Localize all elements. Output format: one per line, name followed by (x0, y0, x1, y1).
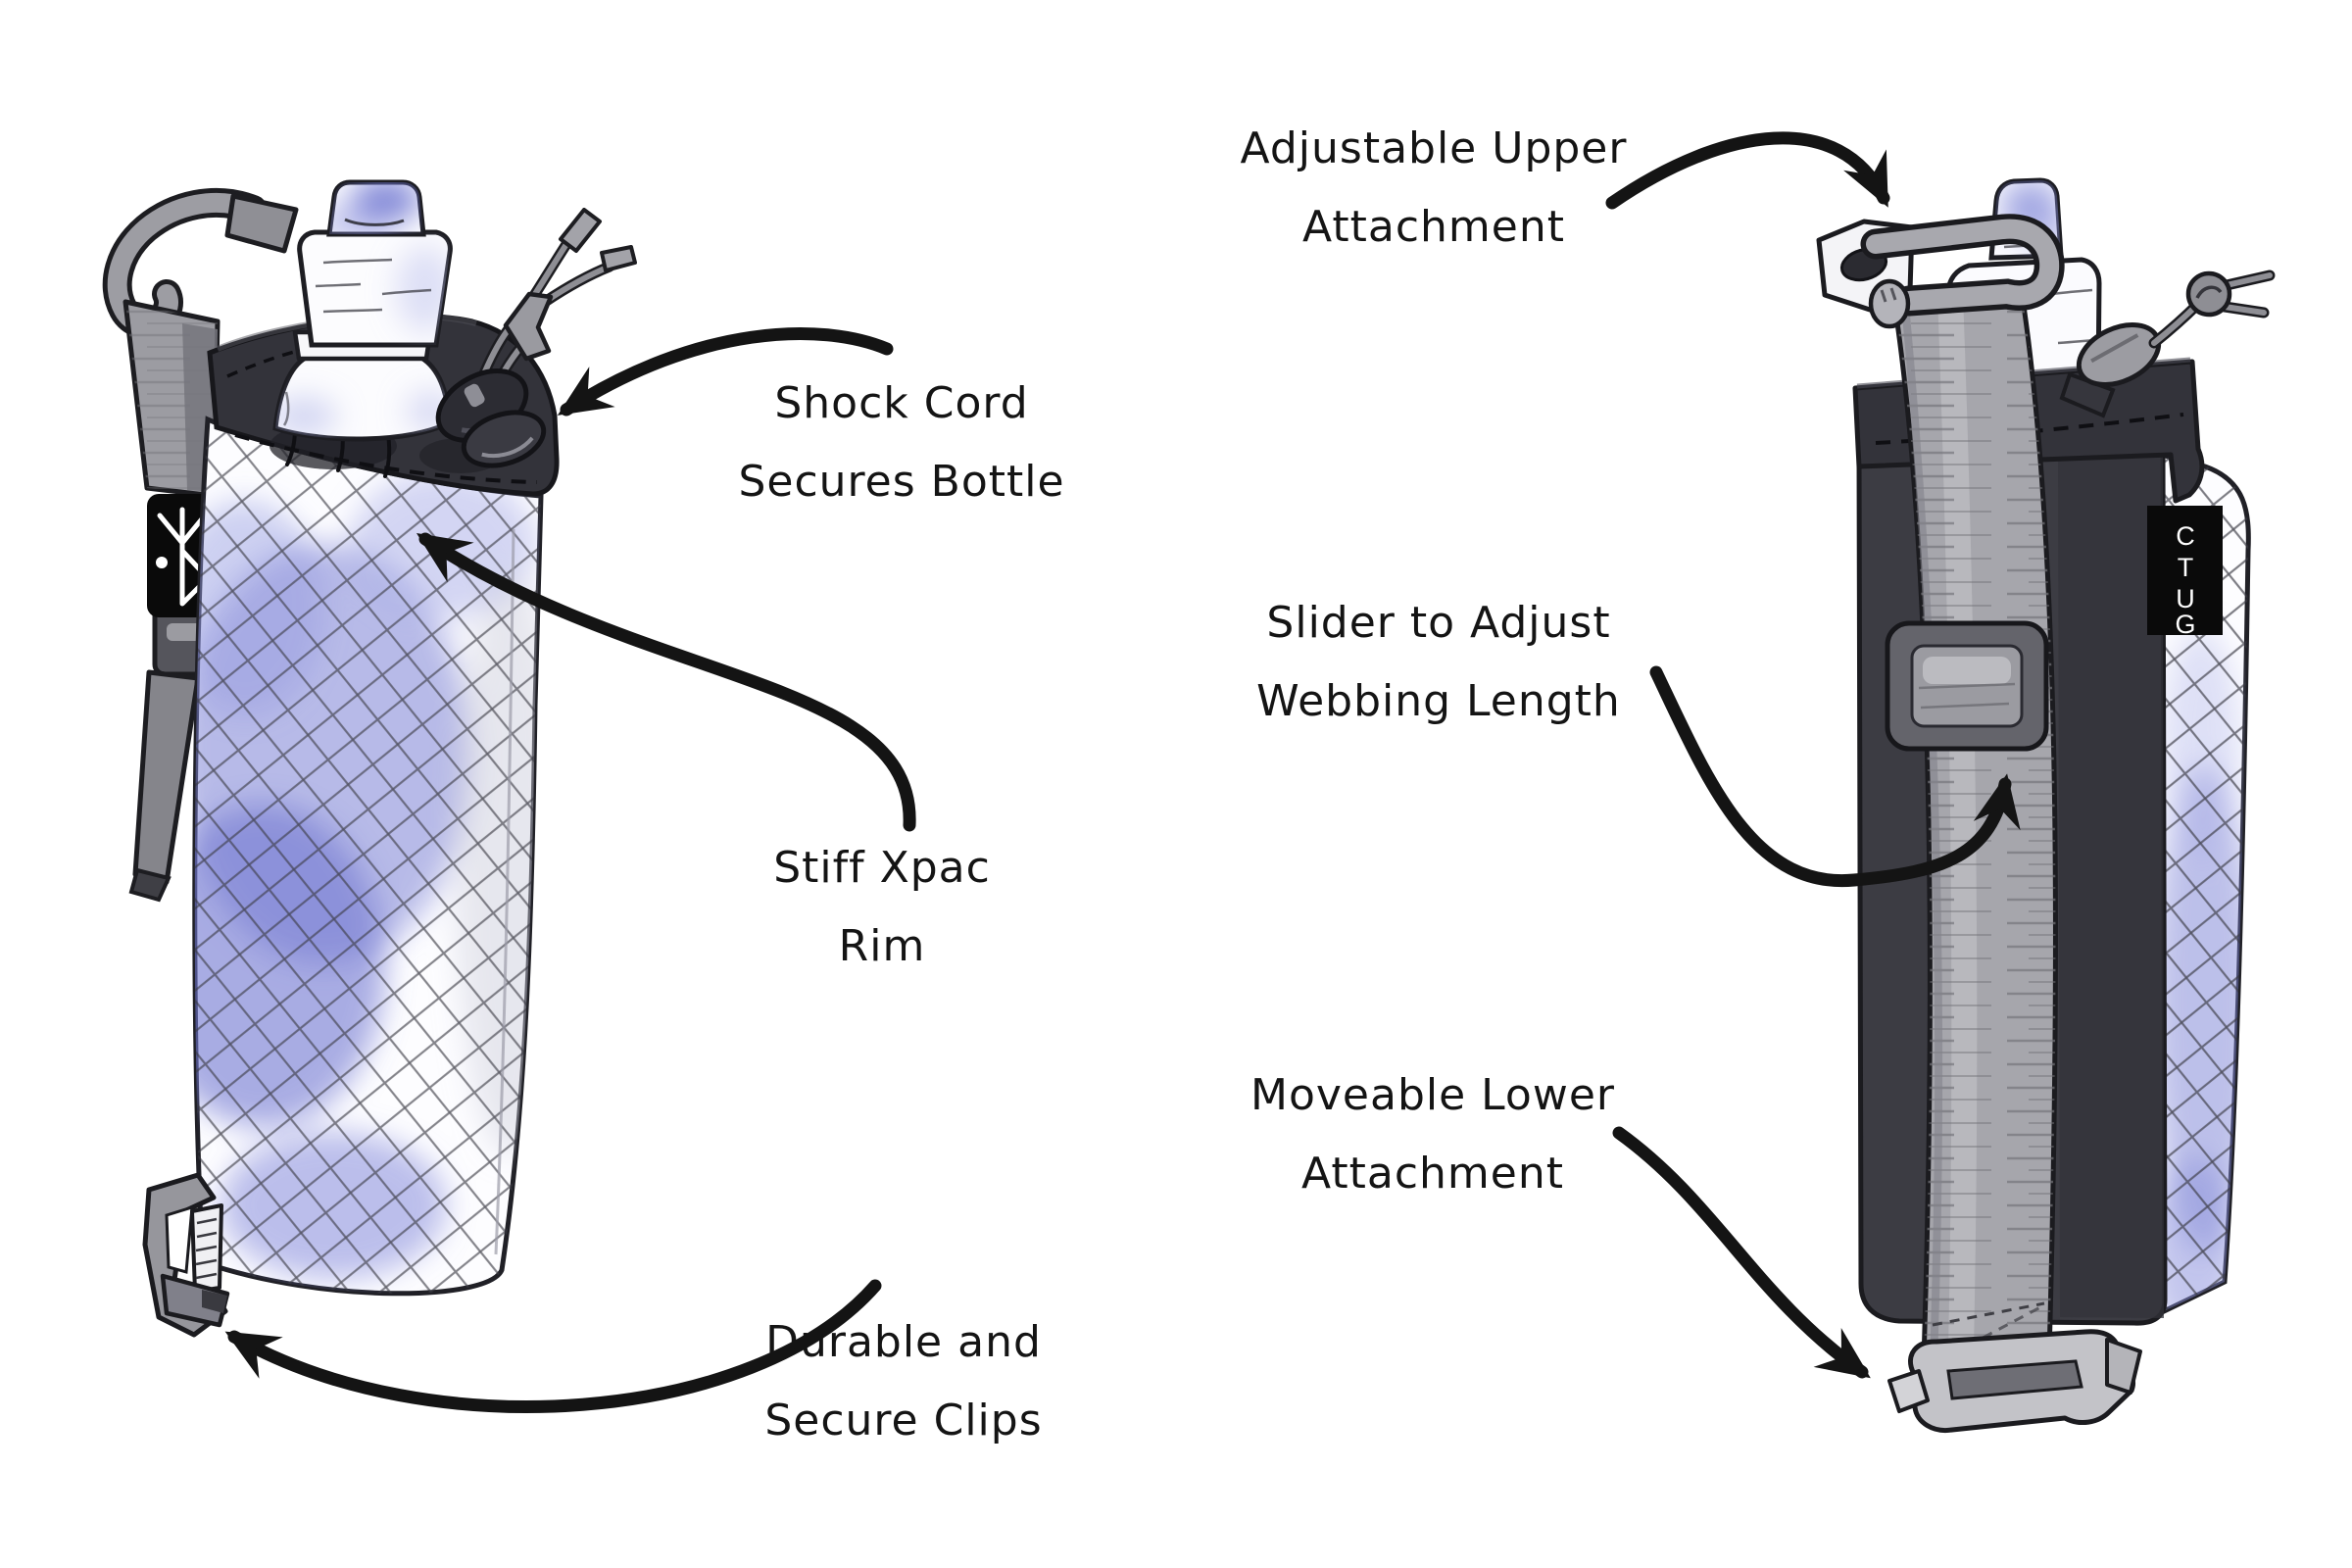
water-bottle (272, 179, 453, 442)
label-line: Adjustable Upper (1240, 123, 1628, 173)
label-xpac-rim: Stiff Xpac Rim (773, 829, 991, 986)
label-line: Slider to Adjust (1266, 598, 1611, 648)
label-line: Durable and (765, 1317, 1042, 1367)
label-line: Moveable Lower (1250, 1070, 1615, 1120)
label-clips: Durable and Secure Clips (764, 1303, 1042, 1460)
shock-cord-lock (435, 208, 637, 468)
lower-attachment-clip (1887, 1329, 2142, 1434)
webbing-strap (1890, 283, 2058, 1395)
annotation-arrows (224, 131, 2021, 1413)
brand-tag-ctug: C T U G (2147, 506, 2223, 639)
label-shock-cord: Shock Cord Secures Bottle (738, 365, 1064, 521)
upper-attachment-hook (1816, 214, 2065, 329)
xpac-pouch-body (192, 416, 544, 1297)
arrow-upper-attachment (1605, 131, 1890, 210)
shock-cord-knot (2059, 270, 2276, 418)
bottom-clip (142, 1172, 230, 1338)
label-upper-attachment: Adjustable Upper Attachment (1241, 110, 1628, 267)
brand-tag-letter: G (2175, 610, 2195, 639)
label-line: Shock Cord (774, 378, 1029, 428)
webbing-slider (1885, 620, 2049, 752)
label-line: Attachment (1302, 202, 1565, 253)
label-lower-attachment: Moveable Lower Attachment (1250, 1056, 1615, 1213)
label-slider: Slider to Adjust Webbing Length (1256, 584, 1621, 741)
label-line: Attachment (1301, 1149, 1564, 1200)
label-line: Webbing Length (1256, 676, 1621, 727)
label-line: Rim (838, 921, 926, 972)
right-bottle-illustration: C T U G (1816, 177, 2276, 1434)
arrow-shock-cord (557, 327, 894, 416)
left-bottle-illustration (102, 179, 637, 1338)
brand-tag-letter: C (2176, 521, 2195, 551)
label-line: Secures Bottle (738, 457, 1065, 508)
arrow-slider (1649, 665, 2021, 888)
arrow-lower-attachment (1612, 1126, 1871, 1379)
arrow-clips (224, 1279, 882, 1413)
brand-tag-letter: T (2178, 553, 2194, 582)
arrow-xpac-rim (416, 532, 916, 832)
label-line: Stiff Xpac (773, 843, 991, 893)
label-line: Secure Clips (764, 1396, 1043, 1446)
brand-tag-letter: U (2176, 584, 2195, 613)
